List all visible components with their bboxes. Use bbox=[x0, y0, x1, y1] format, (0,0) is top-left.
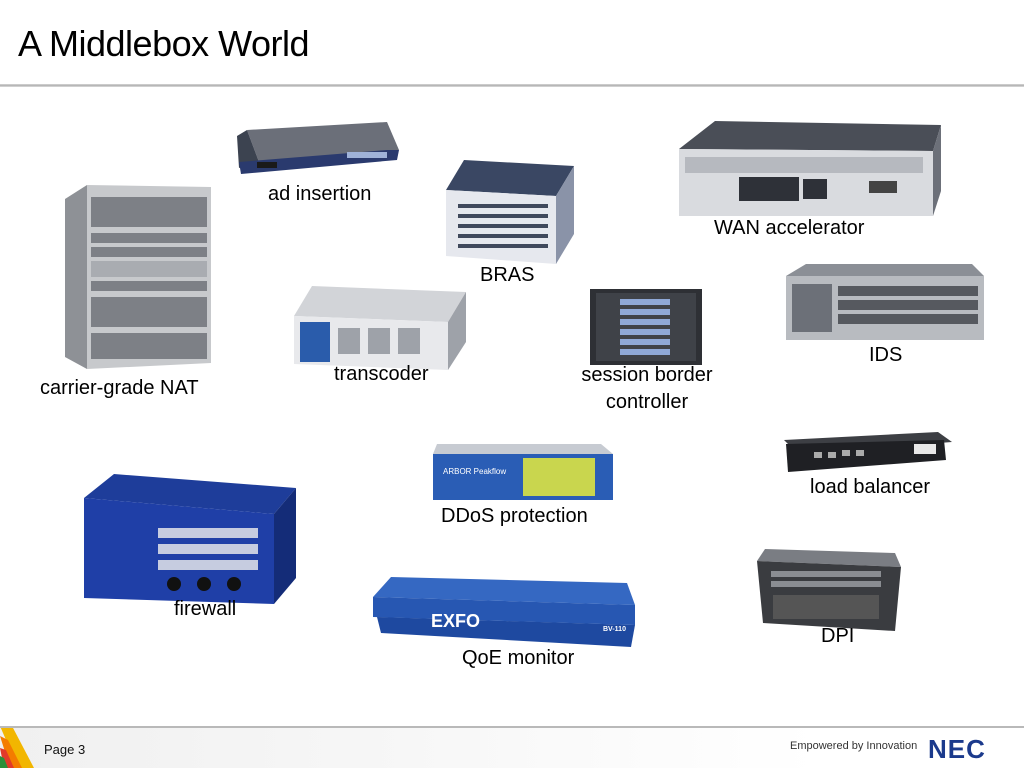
wan-accelerator-device-image bbox=[679, 121, 941, 216]
wan-accelerator-label: WAN accelerator bbox=[714, 217, 865, 239]
dpi-label: DPI bbox=[821, 625, 855, 647]
load-balancer-device-image bbox=[784, 432, 952, 472]
qoe-brand-text: EXFO bbox=[431, 611, 480, 631]
ddos-protection-device-image: ARBOR Peakflow bbox=[433, 444, 613, 500]
ad-insertion-device-image bbox=[237, 122, 399, 174]
ad-insertion-label: ad insertion bbox=[268, 183, 372, 205]
session-border-controller-device-image bbox=[590, 289, 702, 365]
bras-label: BRAS bbox=[480, 264, 535, 286]
carrier-grade-nat-device-image bbox=[65, 185, 211, 369]
carrier-grade-nat-label: carrier-grade NAT bbox=[40, 377, 199, 399]
slide-footer: Page 3 Empowered by Innovation NEC bbox=[0, 726, 1024, 768]
firewall-label: firewall bbox=[174, 598, 237, 620]
transcoder-device-image bbox=[294, 286, 466, 370]
ids-device-image bbox=[786, 264, 984, 340]
ids-label: IDS bbox=[869, 344, 903, 366]
load-balancer-label: load balancer bbox=[810, 476, 931, 498]
title-divider bbox=[0, 84, 1024, 87]
nec-logo: NEC bbox=[928, 734, 986, 764]
footer-swoosh-graphic bbox=[0, 726, 34, 768]
session-border-controller-label-line2: controller bbox=[605, 391, 689, 413]
slide-title: A Middlebox World bbox=[18, 23, 309, 64]
footer-divider bbox=[0, 726, 1024, 728]
dpi-device-image bbox=[757, 549, 901, 631]
qoe-model-text: BV-110 bbox=[603, 626, 626, 633]
qoe-monitor-device-image: EXFO BV-110 bbox=[373, 577, 635, 647]
session-border-controller-label-line1: session border bbox=[581, 364, 713, 386]
qoe-monitor-label: QoE monitor bbox=[462, 647, 575, 669]
footer-tagline: Empowered by Innovation bbox=[790, 740, 918, 752]
page-number: Page 3 bbox=[44, 742, 86, 757]
firewall-device-image bbox=[84, 474, 296, 604]
bras-device-image bbox=[446, 160, 574, 264]
ddos-brand-text: ARBOR Peakflow bbox=[443, 467, 506, 476]
transcoder-label: transcoder bbox=[334, 363, 429, 385]
ddos-protection-label: DDoS protection bbox=[441, 505, 588, 527]
